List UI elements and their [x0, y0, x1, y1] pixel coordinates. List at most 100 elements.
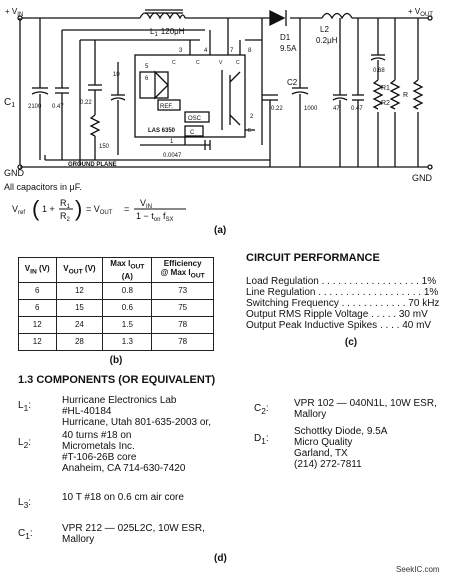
l2-value: 0.2μH	[316, 36, 338, 45]
table-cell: 1.3	[102, 332, 153, 351]
c00047-label: 0.0047	[163, 153, 182, 159]
table-header-vin: VIN (V)	[18, 257, 57, 283]
ref-c: (c)	[344, 337, 358, 348]
performance-row: Switching Frequency . . . . . . . . . . …	[246, 298, 456, 309]
c022a-label: 0.22	[80, 100, 92, 106]
performance-row: Output RMS Ripple Voltage . . . . . 30 m…	[246, 309, 456, 320]
performance-dots: . . . .	[377, 320, 403, 331]
pin6-label: 6	[145, 76, 149, 82]
table-cell: 1.5	[102, 315, 153, 334]
table-cell: 0.6	[102, 298, 153, 317]
c047-label: 0.47	[52, 104, 64, 110]
performance-label: Line Regulation	[246, 287, 316, 298]
performance-value: 1%	[423, 287, 439, 298]
component-d1-desc: Schottky Diode, 9.5A Micro Quality Garla…	[294, 426, 388, 470]
performance-row: Load Regulation . . . . . . . . . . . . …	[246, 276, 456, 287]
component-d1: D1:	[254, 428, 269, 447]
performance-dots: . . . . .	[368, 309, 399, 320]
component-l2-desc: 40 turns #18 on Micrometals Inc. #T-106-…	[62, 430, 186, 474]
c2100-label: 2100	[28, 104, 42, 110]
component-c1: C1:	[18, 523, 33, 542]
circuit-performance: CIRCUIT PERFORMANCE Load Regulation . . …	[246, 252, 456, 348]
c1-label: C1	[4, 97, 15, 109]
components-title: 1.3 COMPONENTS (OR EQUIVALENT)	[18, 374, 216, 386]
c022b-label: 0.22	[271, 106, 283, 112]
table-header-row: VIN (V) VOUT (V) Max IOUT(A) Efficiency@…	[18, 257, 214, 283]
performance-value: 40 mV	[402, 320, 432, 331]
formula-equals2: =	[124, 204, 129, 214]
cint-label: C	[196, 60, 200, 66]
vout-label: + VOUT	[408, 7, 433, 18]
formula-r2: R2	[60, 211, 71, 223]
ref-a: (a)	[214, 225, 226, 236]
component-l2: L2:	[18, 432, 31, 451]
eo-label: E	[248, 128, 252, 134]
gnd-right-label: GND	[412, 173, 433, 183]
pin7-label: 7	[230, 48, 234, 54]
c10-label: 10	[113, 72, 120, 78]
formula-vref: Vref	[12, 204, 25, 216]
performance-dots: . . . . . . . . . . . .	[338, 298, 409, 309]
table-cell: 78	[151, 315, 214, 334]
osc-label: OSC	[188, 116, 202, 122]
component-c2-desc: VPR 102 — 040N1L, 10W ESR, Mallory	[294, 398, 437, 420]
co-label: C	[236, 60, 240, 66]
performance-row: Line Regulation . . . . . . . . . . . . …	[246, 287, 456, 298]
ic-label: LAS 6350	[148, 128, 176, 134]
ref-d: (d)	[214, 553, 227, 564]
pin5-label: 5	[145, 64, 149, 70]
formula-denominator: 1 − ton fSX	[136, 211, 173, 223]
table-cell: 6	[18, 298, 57, 317]
performance-value: 1%	[421, 276, 437, 287]
performance-label: Output RMS Ripple Voltage	[246, 309, 369, 320]
watermark: SeekIC.com	[396, 565, 440, 574]
table-cell: 6	[18, 281, 57, 300]
pin8-label: 8	[248, 48, 252, 54]
r150-label: 150	[99, 144, 110, 150]
table-header-efficiency: Efficiency@ Max IOUT	[151, 257, 214, 283]
performance-dots: . . . . . . . . . . . . . . . . . .	[318, 276, 422, 287]
table-cell: 78	[151, 332, 214, 351]
performance-label: Switching Frequency	[246, 298, 339, 309]
table-cell: 73	[151, 281, 214, 300]
table-cell: 12	[55, 281, 104, 300]
cinp-label: C	[172, 60, 176, 66]
component-l1: L1:	[18, 395, 31, 414]
formula-r1: R1	[60, 198, 71, 210]
performance-row: Output Peak Inductive Spikes . . . . 40 …	[246, 320, 456, 331]
ref-label: REF.	[160, 104, 173, 110]
d1-value: 9.5A	[280, 44, 297, 53]
performance-value: 30 mV	[398, 309, 428, 320]
formula-one-plus: 1 +	[42, 204, 55, 214]
table-header-iout: Max IOUT(A)	[102, 257, 153, 283]
performance-value: 70 kHz	[408, 298, 440, 309]
formula-lparen: (	[32, 196, 40, 221]
table-cell: 12	[18, 332, 57, 351]
component-c2-symbol: C2:	[254, 403, 269, 416]
c47-label: 47	[333, 106, 340, 112]
performance-dots: . . . . . . . . . . . . . . . . . . .	[315, 287, 424, 298]
component-c1-symbol: C1:	[18, 528, 33, 541]
vc-label: V	[219, 60, 223, 66]
pin1-label: 1	[170, 139, 174, 145]
c1000-label: 1000	[304, 106, 318, 112]
pin4-label: 4	[204, 48, 208, 54]
table-cell: 15	[55, 298, 104, 317]
component-l3-desc: 10 T #18 on 0.6 cm air core	[62, 492, 184, 503]
performance-table-wrap: VIN (V) VOUT (V) Max IOUT(A) Efficiency@…	[18, 257, 214, 366]
all-caps-note: All capacitors in μF.	[4, 182, 82, 192]
component-l3: L3:	[18, 492, 31, 511]
component-c1-desc: VPR 212 — 025L2C, 10W ESR, Mallory	[62, 523, 205, 545]
component-l1-desc: Hurricane Electronics Lab #HL-40184 Hurr…	[62, 395, 211, 428]
formula-numerator: VIN	[140, 198, 152, 210]
component-l2-symbol: L2:	[18, 437, 31, 450]
formula-rparen: )	[75, 196, 82, 221]
formula-equals-vout: = VOUT	[86, 204, 113, 216]
c047b-label: 0.47	[351, 106, 363, 112]
component-d1-symbol: D1:	[254, 433, 269, 446]
l2-label: L2	[320, 25, 329, 34]
